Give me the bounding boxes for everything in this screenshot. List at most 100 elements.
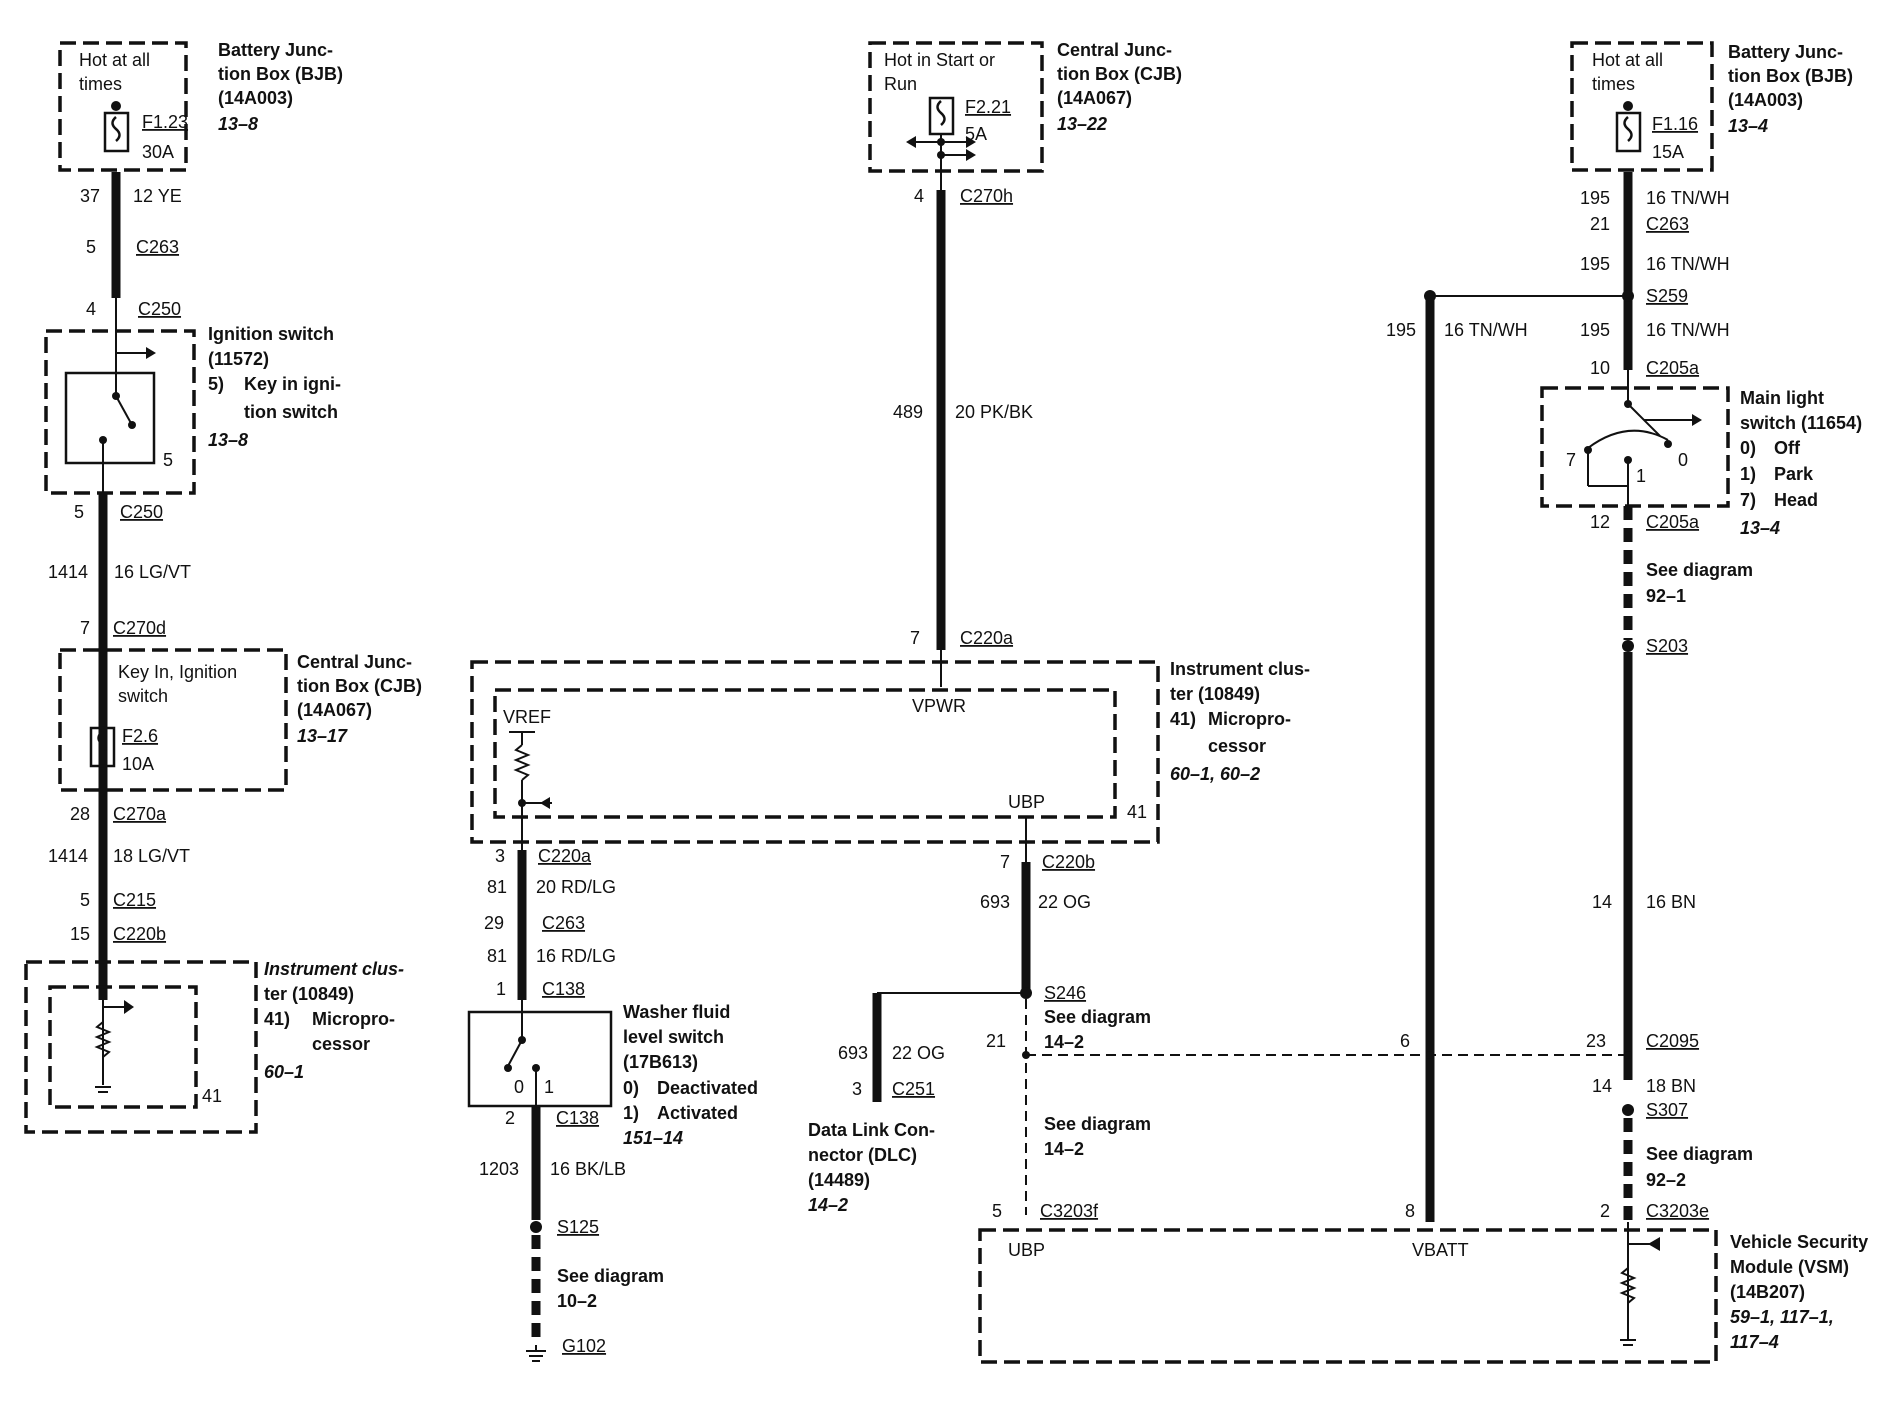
bjb2-name-2: tion Box (BJB)	[1728, 66, 1853, 86]
fuse-f2-6: F2.6	[122, 726, 158, 746]
ic2-desc-1: Micropro-	[1208, 709, 1291, 729]
circuit-14: 14	[1592, 892, 1612, 912]
c2095-pin: 23	[1586, 1031, 1606, 1051]
see922-text: See diagram	[1646, 1144, 1753, 1164]
cjb2-name-1: Central Junc-	[1057, 40, 1172, 60]
wire-16bklb: 16 BK/LB	[550, 1159, 626, 1179]
resistor-icon	[513, 744, 531, 781]
vref-label: VREF	[503, 707, 551, 727]
ic2-pos-41: 41	[1127, 802, 1147, 822]
vbatt-label: VBATT	[1412, 1240, 1469, 1260]
washer-pos1-num: 1)	[623, 1103, 639, 1123]
arrow-icon	[540, 797, 550, 809]
bjb-hot-label-2: times	[79, 74, 122, 94]
fuse-icon	[89, 726, 116, 768]
cjb-name-1: Central Junc-	[297, 652, 412, 672]
cjb2-hot-label: Hot in Start or	[884, 50, 995, 70]
c3203e-pin: 2	[1600, 1201, 1610, 1221]
ic-name-2: ter (10849)	[264, 984, 354, 1004]
circuit-489: 489	[893, 402, 923, 422]
fuse-icon	[103, 101, 130, 153]
washer-pos-0: 0	[514, 1077, 524, 1097]
circuit-693: 693	[980, 892, 1010, 912]
c138-label-bot: C138	[556, 1108, 599, 1128]
washer-pos-1: 1	[544, 1077, 554, 1097]
bjb2-name-3: (14A003)	[1728, 90, 1803, 110]
c138-pin-top: 1	[496, 979, 506, 999]
ignition-pos-desc-2: tion switch	[244, 402, 338, 422]
c205a-pin-bot: 12	[1590, 512, 1610, 532]
vpwr-label: VPWR	[912, 696, 966, 716]
circuit-81b: 81	[487, 946, 507, 966]
see921-ref: 92–1	[1646, 586, 1686, 606]
splice-s307	[1622, 1104, 1634, 1116]
c250-label-top: C250	[138, 299, 181, 319]
c220a-pin: 3	[495, 846, 505, 866]
cjb2-ref: 13–22	[1057, 114, 1107, 134]
c3203f-pin: 5	[992, 1201, 1002, 1221]
column-2-instrument-cluster: Hot in Start or Run F2.21 5A Central Jun…	[467, 40, 1310, 1362]
arrow-icon	[146, 347, 156, 359]
c220a-label: C220a	[538, 846, 592, 866]
s246-label: S246	[1044, 983, 1086, 1003]
see-diagram-text-b: See diagram	[1044, 1114, 1151, 1134]
c250-pin-top: 4	[86, 299, 96, 319]
circuit-1414a: 1414	[48, 562, 88, 582]
cjb-hot-label: Key In, Ignition	[118, 662, 237, 682]
wire-18bn: 18 BN	[1646, 1076, 1696, 1096]
c263-pin-3: 21	[1590, 214, 1610, 234]
circuit-14b: 14	[1592, 1076, 1612, 1096]
see-diagram-ref-a: 14–2	[1044, 1032, 1084, 1052]
vsm-ref-1: 59–1, 117–1,	[1730, 1307, 1834, 1327]
fuse-f1-16: F1.16	[1652, 114, 1698, 134]
resistor-icon	[94, 1021, 112, 1058]
wire-22og: 22 OG	[1038, 892, 1091, 912]
circuit-37: 37	[80, 186, 100, 206]
c263-label: C263	[136, 237, 179, 257]
pin-6: 6	[1400, 1031, 1410, 1051]
washer-pos0-num: 0)	[623, 1078, 639, 1098]
see-diagram-ref: 10–2	[557, 1291, 597, 1311]
wire-20rdlg: 20 RD/LG	[536, 877, 616, 897]
pin-21: 21	[986, 1031, 1006, 1051]
c270h-label: C270h	[960, 186, 1013, 206]
see921-text: See diagram	[1646, 560, 1753, 580]
mls-name-2: switch (11654)	[1740, 413, 1862, 433]
bjb-name-2: tion Box (BJB)	[218, 64, 343, 84]
wire-16tnwh-a: 16 TN/WH	[1646, 188, 1730, 208]
vsm-box	[978, 1228, 1718, 1364]
mls-pos-7: 7	[1566, 450, 1576, 470]
wire-16tnwh-b: 16 TN/WH	[1646, 254, 1730, 274]
wire-20pkbk: 20 PK/BK	[955, 402, 1033, 422]
wire-16lgvt: 16 LG/VT	[114, 562, 191, 582]
washer-ref: 151–14	[623, 1128, 683, 1148]
ic2-name-1: Instrument clus-	[1170, 659, 1310, 679]
dlc-name-3: (14489)	[808, 1170, 870, 1190]
wire-16bn: 16 BN	[1646, 892, 1696, 912]
arrow-icon	[124, 1000, 134, 1014]
mls-pos-0: 0	[1678, 450, 1688, 470]
circuit-1414b: 1414	[48, 846, 88, 866]
ic-ref: 60–1	[264, 1062, 304, 1082]
washer-name-2: level switch	[623, 1027, 724, 1047]
dlc-wire-22og: 22 OG	[892, 1043, 945, 1063]
c250-pin-bot: 5	[74, 502, 84, 522]
ignition-switch-box	[44, 329, 196, 495]
bjb-box-2	[1570, 41, 1714, 172]
mls-off-num: 0)	[1740, 438, 1756, 458]
fuse-amp-30a: 30A	[142, 142, 174, 162]
mls-park-num: 1)	[1740, 464, 1756, 484]
microprocessor-box-2	[493, 688, 1117, 819]
mls-pos-1: 1	[1636, 466, 1646, 486]
arrow-icon	[906, 136, 916, 148]
c263-label-2: C263	[542, 913, 585, 933]
ground-icon	[95, 1086, 111, 1093]
vsm-name-3: (14B207)	[1730, 1282, 1805, 1302]
ic-name-1: Instrument clus-	[264, 959, 404, 979]
fuse-icon	[1615, 101, 1642, 153]
ignition-pos-5: 5	[163, 450, 173, 470]
washer-pos1-desc: Activated	[657, 1103, 738, 1123]
ic2-ref: 60–1, 60–2	[1170, 764, 1260, 784]
wire-16tnwh-c: 16 TN/WH	[1444, 320, 1528, 340]
c251-pin: 3	[852, 1079, 862, 1099]
